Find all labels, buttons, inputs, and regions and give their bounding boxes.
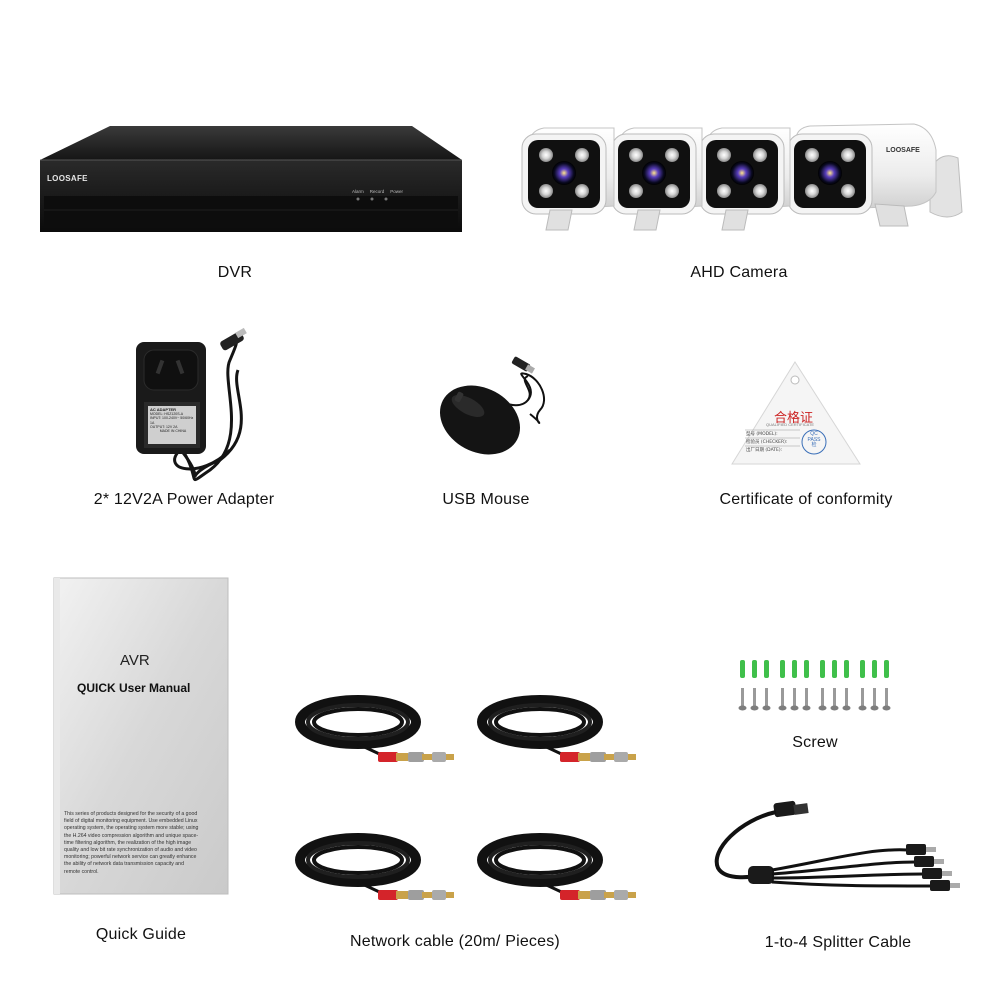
certificate-image	[731, 361, 861, 465]
screw-product: Screw	[720, 650, 900, 760]
camera-4	[787, 123, 937, 227]
certificate-title: 合格证	[774, 411, 814, 426]
wall-anchor	[792, 660, 797, 678]
camera-brand-text: LOOSAFE	[886, 147, 920, 154]
screw-caption: Screw	[792, 734, 838, 751]
stamp-top-text: QC	[810, 431, 818, 437]
manual-body: This series of products designed for the…	[64, 811, 228, 876]
manual-body-line: remote control.	[64, 868, 99, 875]
screw-image	[738, 660, 891, 711]
screw	[738, 688, 747, 711]
certificate-stamp: QC PASS 检	[804, 431, 824, 449]
dvr-caption: DVR	[217, 264, 253, 281]
camera-product: LOOSAFE AHD Camera	[490, 0, 1000, 300]
manual-body-line: operating system, the operating system m…	[64, 825, 199, 832]
adapter-label-footer: MADE IN CHINA	[159, 429, 187, 434]
splitter-image	[714, 800, 960, 891]
screw	[882, 688, 891, 711]
manual-body-line: field of digital monitoring equipment. U…	[64, 818, 198, 825]
wall-anchor	[820, 660, 825, 678]
wall-anchor	[752, 660, 757, 678]
indicator-power-label: Power	[390, 189, 404, 194]
adapter-label-line: OUTPUT: 12V 2A	[150, 424, 178, 429]
certificate-product: 合格证 QUALIFIED CERTIFICATE 型号 (MODEL): 检验…	[700, 350, 910, 520]
camera-image	[521, 123, 963, 231]
wall-anchor	[764, 660, 769, 678]
adapter-label-line: INPUT: 100-240V~ 50/60Hz 1A	[150, 416, 194, 425]
screw	[750, 688, 759, 711]
wall-anchor	[860, 660, 865, 678]
dvr-product: LOOSAFE Alarm Record Power DVR	[0, 0, 480, 300]
manual-body-line: time filtering algorithm, the realizatio…	[64, 839, 192, 846]
indicator-alarm-label: Alarm	[352, 189, 364, 194]
screw	[830, 688, 839, 711]
camera-2	[611, 127, 703, 231]
camera-caption: AHD Camera	[690, 264, 788, 281]
screw	[802, 688, 811, 711]
manual-image	[53, 577, 229, 895]
certificate-line: 型号 (MODEL):	[746, 432, 778, 437]
mouse-caption: USB Mouse	[442, 491, 530, 508]
wall-anchor	[780, 660, 785, 678]
adapter-label-title: AC ADAPTER	[150, 407, 177, 412]
splitter-product: 1-to-4 Splitter Cable	[700, 790, 970, 960]
manual-title-2: QUICK User Manual	[77, 681, 191, 695]
certificate-line: 出厂日期 (DATE):	[746, 448, 783, 453]
wall-anchor	[872, 660, 877, 678]
mouse-image	[439, 356, 545, 455]
certificate-caption: Certificate of conformity	[719, 491, 893, 508]
manual-body-line: the ability of network data transmission…	[64, 861, 184, 868]
stamp-bottom-text: 检	[811, 442, 817, 448]
screw	[790, 688, 799, 711]
wall-anchor	[844, 660, 849, 678]
adapter-label: AC ADAPTER MODEL: HSZ120S-A INPUT: 100-2…	[150, 407, 196, 434]
wall-anchor	[804, 660, 809, 678]
wall-anchor	[832, 660, 837, 678]
manual-body-line: the H.264 video compression algorithm an…	[64, 832, 199, 839]
cable-image	[280, 670, 660, 900]
cable-product: Network cable (20m/ Pieces)	[280, 670, 660, 970]
certificate-line: 检验员 (CHECKER):	[746, 440, 788, 445]
wall-anchor	[884, 660, 889, 678]
manual-caption: Quick Guide	[95, 926, 187, 943]
screw	[818, 688, 827, 711]
adapter-image	[136, 327, 247, 482]
adapter-product: AC ADAPTER MODEL: HSZ120S-A INPUT: 100-2…	[60, 320, 350, 520]
stamp-mid-text: PASS	[807, 436, 821, 443]
indicator-record-label: Record	[369, 189, 385, 194]
adapter-caption: 2* 12V2A Power Adapter	[93, 491, 275, 508]
mouse-product: USB Mouse	[400, 330, 580, 520]
dvr-brand-text: LOOSAFE	[47, 174, 88, 183]
certificate-lines: 型号 (MODEL): 检验员 (CHECKER): 出厂日期 (DATE):	[746, 431, 787, 455]
manual-title-1: AVR	[120, 652, 150, 669]
dvr-indicator-labels: Alarm Record Power	[352, 189, 403, 194]
screw	[762, 688, 771, 711]
wall-anchor	[740, 660, 745, 678]
dvr-image	[40, 126, 462, 232]
screw	[858, 688, 867, 711]
camera-3	[699, 127, 791, 231]
manual-body-line: This series of products designed for the…	[64, 811, 198, 817]
manual-product: AVR QUICK User Manual This series of pro…	[40, 570, 250, 960]
splitter-caption: 1-to-4 Splitter Cable	[764, 934, 912, 951]
manual-body-line: monitoring; powerful network service can…	[64, 854, 197, 861]
adapter-label-line: MODEL: HSZ120S-A	[150, 412, 184, 417]
screw	[870, 688, 879, 711]
camera-1	[521, 127, 615, 231]
manual-body-line: quality and low bit rate synchronization…	[64, 847, 197, 854]
certificate-subtitle: QUALIFIED CERTIFICATE	[766, 422, 815, 427]
screw	[778, 688, 787, 711]
cable-caption: Network cable (20m/ Pieces)	[350, 933, 560, 950]
screw	[842, 688, 851, 711]
